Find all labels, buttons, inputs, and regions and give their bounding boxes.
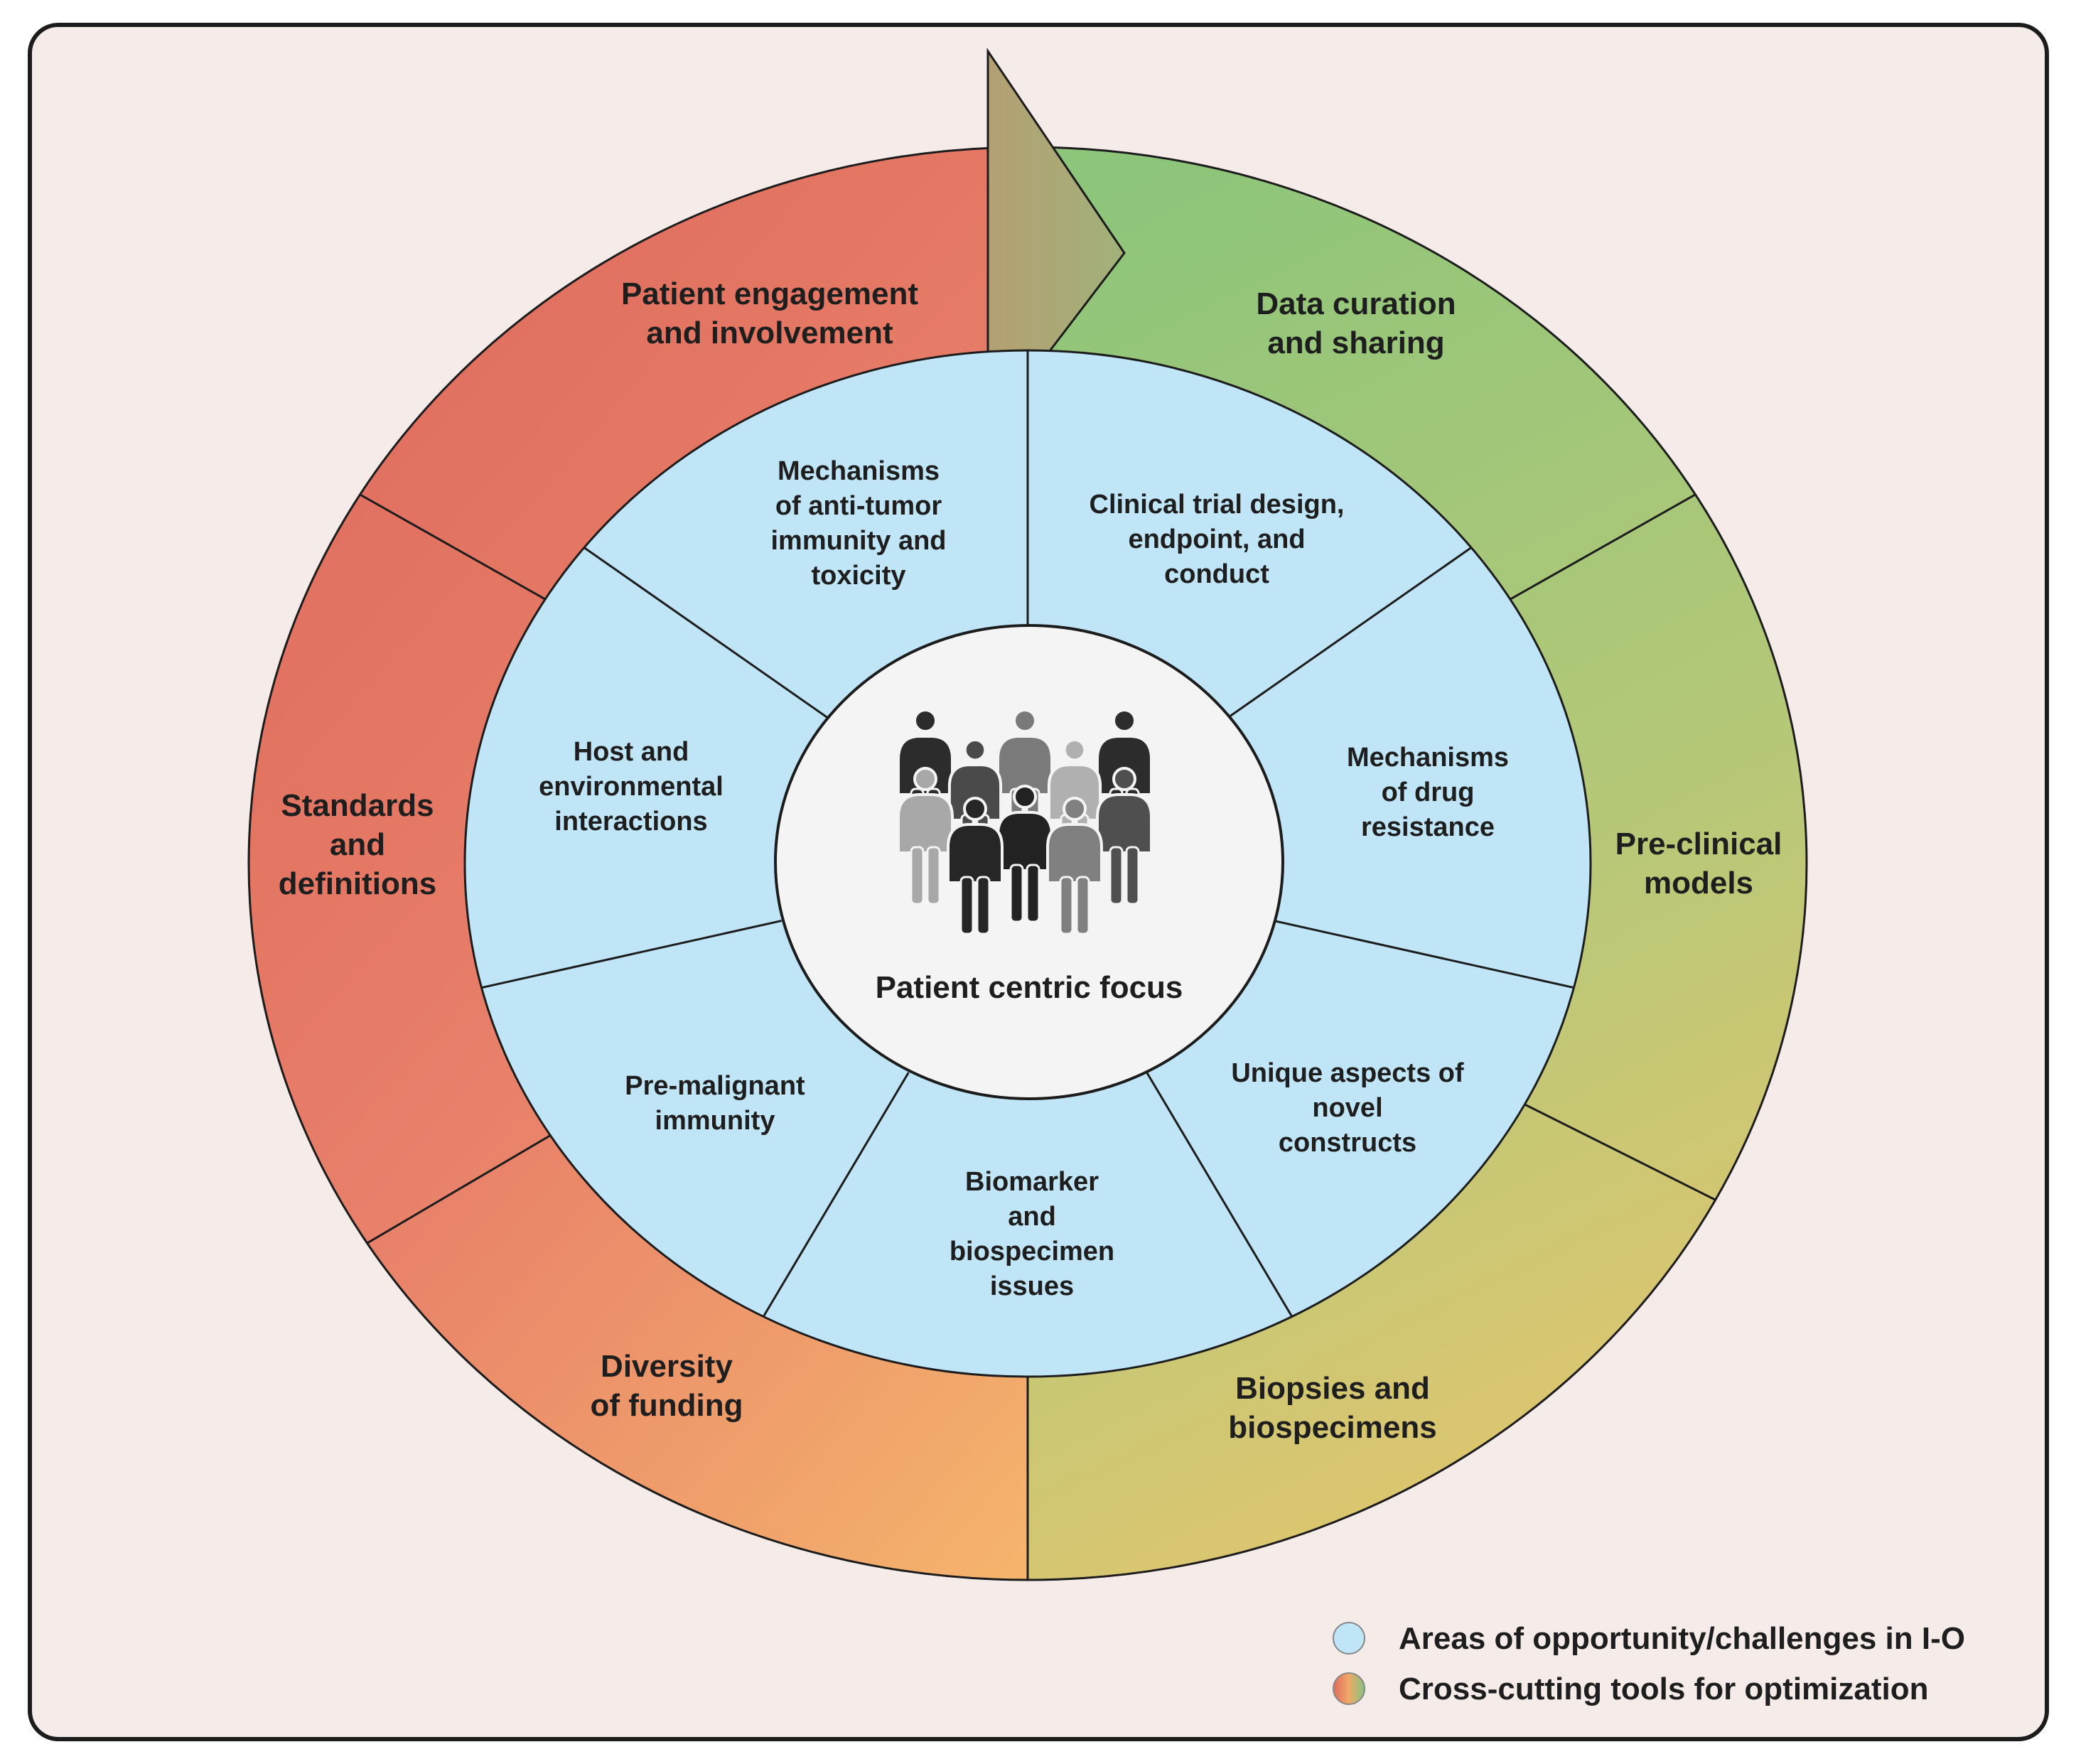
- outer-divider: [366, 1134, 552, 1244]
- person-icon: [1046, 797, 1103, 935]
- person-icon: [897, 767, 954, 905]
- person-icon: [947, 797, 1004, 935]
- outer-divider: [1510, 493, 1696, 601]
- legend-label-areas: Areas of opportunity/challenges in I-O: [1399, 1621, 1965, 1656]
- inner-divider: [1227, 547, 1472, 719]
- outer-divider: [1524, 1103, 1716, 1201]
- center-label: Patient centric focus: [876, 970, 1183, 1005]
- inner-divider: [583, 547, 829, 719]
- inner-divider: [1274, 920, 1574, 989]
- people-group-icon: [897, 709, 1153, 935]
- outer-divider: [359, 493, 546, 601]
- legend-swatch-areas: [1333, 1622, 1365, 1655]
- outer-ring-fill-right: [1028, 147, 1807, 1580]
- inner-divider: [762, 1072, 910, 1318]
- center-circle: Patient centric focus: [774, 624, 1284, 1100]
- legend-swatch-tools: [1333, 1672, 1365, 1705]
- inner-divider: [1146, 1072, 1294, 1318]
- legend: Areas of opportunity/challenges in I-O C…: [1333, 1621, 1965, 1706]
- person-icon: [1096, 767, 1153, 905]
- inner-divider: [481, 920, 782, 989]
- legend-label-tools: Cross-cutting tools for optimization: [1399, 1672, 1929, 1706]
